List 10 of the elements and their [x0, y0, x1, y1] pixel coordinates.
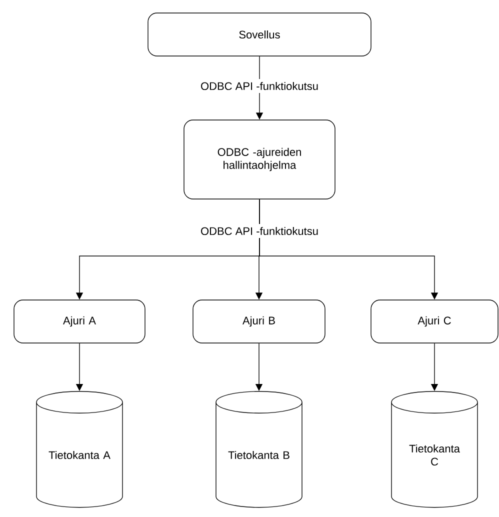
database-cylinder: Tietokanta B [216, 391, 302, 508]
database-cylinder: Tietokanta A [36, 391, 123, 508]
process-box: Ajuri C [370, 300, 498, 344]
process-box: Sovellus [148, 12, 372, 56]
edge-label: ODBC API -funktiokutsu [198, 78, 322, 94]
process-box: ODBC -ajureiden hallintaohjelma [184, 120, 336, 200]
edge-label: ODBC API -funktiokutsu [198, 224, 322, 238]
process-box: Ajuri B [192, 300, 326, 344]
database-cylinder: Tietokanta C [391, 391, 478, 508]
process-box: Ajuri A [14, 300, 146, 344]
